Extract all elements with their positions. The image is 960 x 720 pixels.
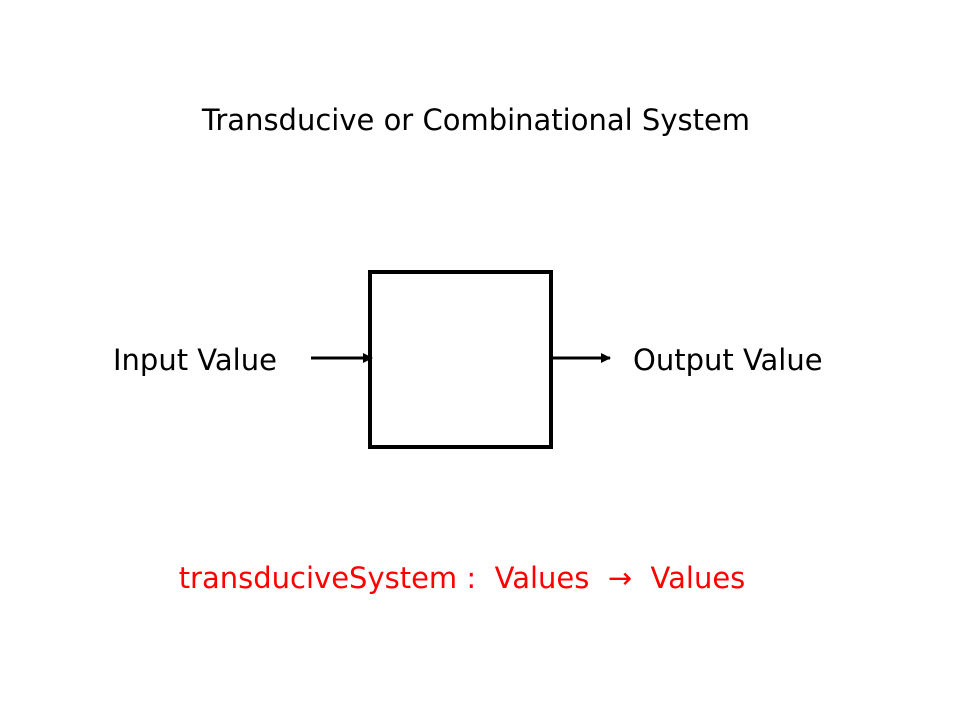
output-value-label: Output Value bbox=[633, 343, 823, 377]
type-signature: transduciveSystem : Values → Values bbox=[0, 556, 924, 600]
domain-label: Values bbox=[494, 561, 590, 595]
slide-title: Transducive or Combinational System bbox=[201, 103, 751, 137]
function-name: transduciveSystem : bbox=[178, 561, 477, 595]
maps-to-arrow: → bbox=[607, 561, 633, 595]
input-value-label: Input Value bbox=[113, 343, 277, 377]
system-box bbox=[368, 270, 553, 449]
codomain-label: Values bbox=[650, 561, 746, 595]
